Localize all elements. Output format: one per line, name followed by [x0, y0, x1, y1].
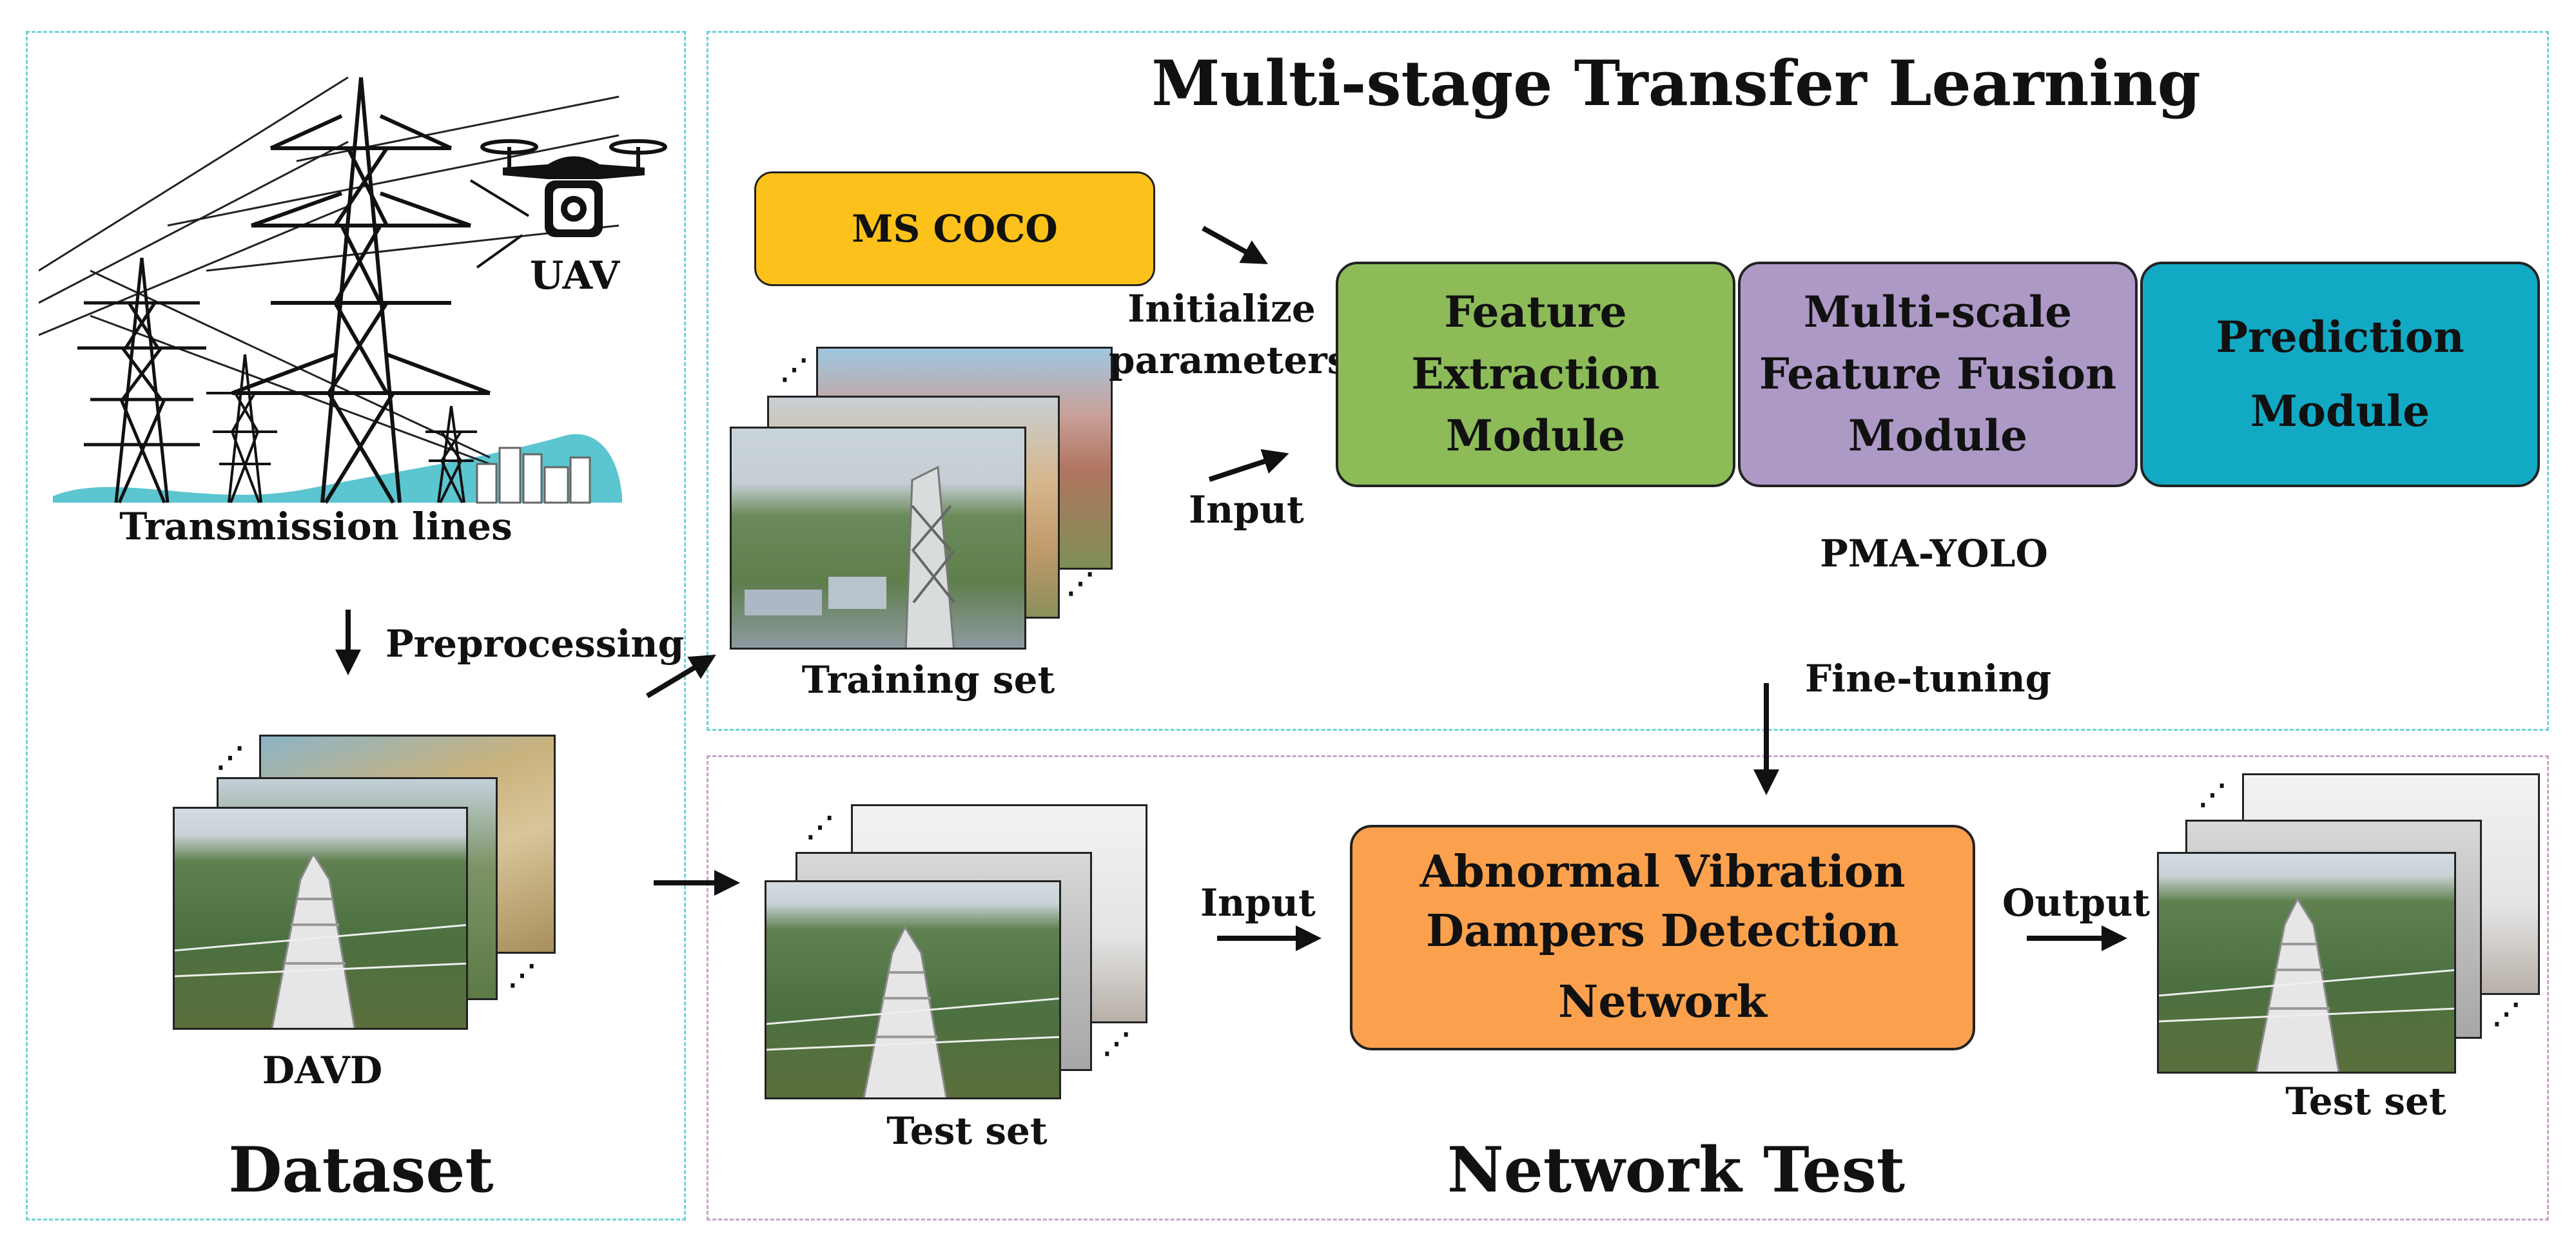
prediction-module: Prediction Module [2140, 262, 2540, 487]
ellipsis-icon: ⋰ [2198, 778, 2227, 811]
detection-network-line-1: Abnormal Vibration [1420, 846, 1906, 898]
feature-extraction-line-3: Module [1445, 410, 1626, 461]
preprocessing-label: Preprocessing [385, 622, 685, 666]
uav-drone-icon [480, 139, 667, 237]
feature-fusion-line-1: Multi-scale [1803, 287, 2073, 338]
ellipsis-icon: ⋰ [216, 741, 244, 774]
dataset-title: Dataset [228, 1134, 494, 1206]
training-set-label: Training set [801, 658, 1055, 702]
prediction-line-1: Prediction [2216, 311, 2464, 362]
ellipsis-icon: ⋰ [2492, 998, 2521, 1030]
pma-yolo-label: PMA-YOLO [1820, 532, 2048, 575]
ellipsis-icon: ⋰ [508, 959, 536, 992]
transmission-lines-label: Transmission lines [119, 505, 512, 548]
detection-network-line-3: Network [1558, 976, 1767, 1028]
main-title: Multi-stage Transfer Learning [1151, 47, 2201, 120]
network-test-title: Network Test [1447, 1134, 1906, 1206]
test-input-image-1 [765, 880, 1061, 1099]
input-top-arrow [1208, 449, 1289, 482]
ms-coco-box: MS COCO [754, 171, 1155, 286]
detection-network-line-2: Dampers Detection [1426, 905, 1899, 958]
feature-fusion-module: Multi-scale Feature Fusion Module [1738, 262, 2138, 487]
ms-coco-label: MS COCO [852, 206, 1058, 251]
input-bottom-label: Input [1200, 881, 1316, 925]
test-set-input-label: Test set [886, 1109, 1048, 1153]
city-buildings-icon [476, 447, 591, 504]
training-image-1 [730, 427, 1026, 650]
input-top-label: Input [1189, 488, 1304, 532]
output-label: Output [2002, 881, 2150, 925]
davd-label: DAVD [262, 1048, 383, 1092]
network-test-panel [707, 755, 2549, 1221]
ellipsis-icon: ⋰ [780, 353, 808, 386]
feature-extraction-module: Feature Extraction Module [1336, 262, 1735, 487]
to-training-arrow [645, 654, 716, 699]
feature-fusion-line-3: Module [1848, 410, 2028, 461]
feature-extraction-line-1: Feature [1444, 287, 1627, 338]
test-set-output-label: Test set [2285, 1079, 2446, 1123]
ellipsis-icon: ⋰ [1102, 1027, 1131, 1060]
parameters-label: parameters [1109, 338, 1349, 382]
initialize-arrow [1202, 226, 1269, 264]
fine-tuning-label: Fine-tuning [1805, 657, 2052, 700]
transfer-learning-panel [707, 31, 2549, 731]
feature-extraction-line-2: Extraction [1411, 349, 1660, 400]
initialize-label: Initialize [1127, 287, 1316, 331]
uav-label: UAV [530, 253, 620, 298]
ellipsis-icon: ⋰ [1066, 567, 1095, 600]
feature-fusion-line-2: Feature Fusion [1759, 349, 2117, 400]
transmission-tower-icon [39, 76, 622, 504]
detection-network-box: Abnormal Vibration Dampers Detection Net… [1350, 825, 1975, 1050]
ellipsis-icon: ⋰ [806, 811, 834, 844]
test-output-image-1 [2157, 852, 2456, 1074]
dataset-panel [26, 31, 686, 1221]
davd-image-1 [173, 807, 468, 1030]
prediction-line-2: Module [2250, 386, 2430, 436]
